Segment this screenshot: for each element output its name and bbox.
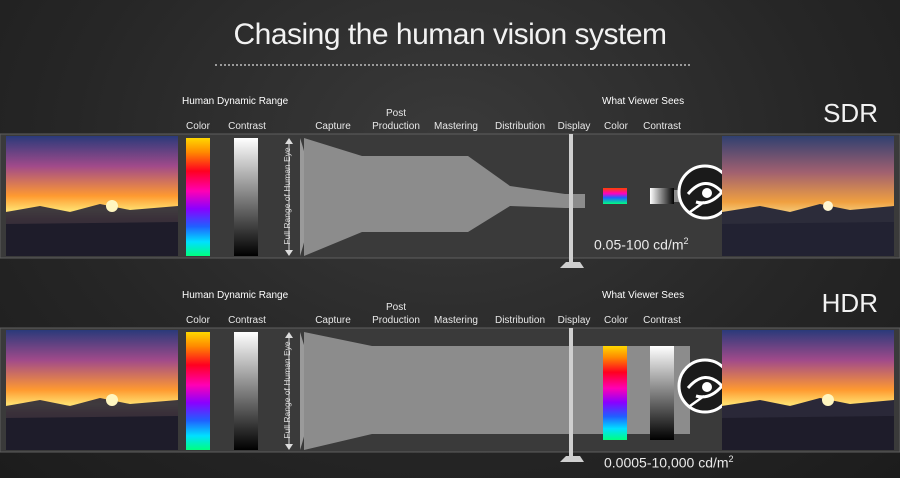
hdr-production-label: Production xyxy=(372,315,420,326)
sdr-nits-value: 0.05-100 cd/m xyxy=(594,236,684,253)
hdr-mode-label: HDR xyxy=(821,288,878,318)
hdr-viewer-contrast-label: Contrast xyxy=(643,315,681,326)
sdr-nits-exp: 2 xyxy=(683,236,689,246)
hdr-what-viewer-sees-label: What Viewer Sees xyxy=(602,290,685,301)
hdr-capture-label: Capture xyxy=(315,315,351,326)
hdr-output-photo xyxy=(722,330,894,450)
sdr-output-photo xyxy=(722,136,894,256)
sdr-input-photo xyxy=(6,136,178,256)
hdr-funnel xyxy=(304,332,690,450)
sdr-viewer-contrast-bar xyxy=(650,188,674,204)
hdr-viewer-contrast-bar xyxy=(650,346,674,440)
hdr-nits-value: 0.0005-10,000 cd/m xyxy=(604,454,729,471)
hdr-panel: Human Dynamic Range What Viewer Sees HDR… xyxy=(0,288,900,478)
sdr-color-label: Color xyxy=(186,121,210,132)
sdr-display-label: Display xyxy=(557,121,591,132)
sdr-contrast-bar xyxy=(234,138,258,256)
hdr-monitor-icon xyxy=(560,328,584,462)
sdr-eye-range-arrow xyxy=(285,138,293,256)
sdr-funnel xyxy=(304,138,565,256)
hdr-display-label: Display xyxy=(557,315,591,326)
sdr-viewer-color-label: Color xyxy=(604,121,628,132)
sdr-contrast-label: Contrast xyxy=(228,121,266,132)
sdr-capture-label: Capture xyxy=(315,121,351,132)
hdr-diagram xyxy=(0,327,900,462)
hdr-human-dynamic-range-label: Human Dynamic Range xyxy=(182,290,289,301)
hdr-color-label: Color xyxy=(186,315,210,326)
sdr-color-bar xyxy=(186,138,210,256)
hdr-eye-range-label: Full Range of Human Eye xyxy=(282,341,292,439)
hdr-color-bar xyxy=(186,332,210,450)
hdr-viewer-color-label: Color xyxy=(604,315,628,326)
sdr-funnel-tail xyxy=(565,194,585,208)
page-title: Chasing the human vision system xyxy=(233,18,667,51)
hdr-contrast-label: Contrast xyxy=(228,315,266,326)
sdr-viewer-color-bar xyxy=(603,188,627,204)
hdr-nits-label: 0.0005-10,000 cd/m2 xyxy=(604,454,734,471)
hdr-eye-range-arrow xyxy=(285,332,293,450)
hdr-mastering-label: Mastering xyxy=(434,315,478,326)
sdr-eye-range-label: Full Range of Human Eye xyxy=(282,147,292,245)
hdr-viewer-color-bar xyxy=(603,346,627,440)
hdr-post-label: Post xyxy=(385,302,407,313)
title-divider xyxy=(215,64,690,66)
sdr-diagram xyxy=(0,133,900,268)
eye-icon xyxy=(677,164,733,220)
hdr-input-photo xyxy=(6,330,178,450)
sdr-human-dynamic-range-label: Human Dynamic Range xyxy=(182,96,289,107)
sdr-mode-label: SDR xyxy=(823,98,878,128)
sdr-distribution-label: Distribution xyxy=(494,121,546,132)
monitor-icon xyxy=(560,134,584,268)
hdr-distribution-label: Distribution xyxy=(494,315,546,326)
sdr-nits-label: 0.05-100 cd/m2 xyxy=(594,236,689,253)
hdr-nits-exp: 2 xyxy=(728,454,734,464)
sdr-post-label: Post xyxy=(385,108,407,119)
sdr-viewer-contrast-label: Contrast xyxy=(643,121,681,132)
sdr-production-label: Production xyxy=(372,121,420,132)
hdr-eye-icon xyxy=(677,358,733,414)
sdr-what-viewer-sees-label: What Viewer Sees xyxy=(602,96,685,107)
sdr-panel: Human Dynamic Range What Viewer Sees SDR… xyxy=(0,94,900,276)
hdr-contrast-bar xyxy=(234,332,258,450)
sdr-mastering-label: Mastering xyxy=(434,121,478,132)
